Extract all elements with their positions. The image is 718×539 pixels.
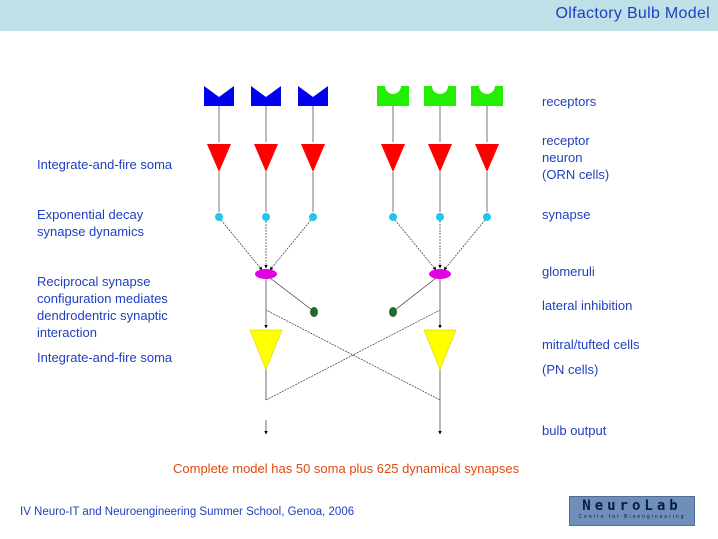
neurolab-logo: NeuroLab Centre for Bioengineering (569, 496, 695, 526)
label-lateral-inhibition: lateral inhibition (542, 298, 633, 313)
synapse-5 (436, 213, 444, 221)
receptor-3 (298, 86, 328, 106)
bulb-connection-lines (264, 277, 442, 435)
label-mitral-1: mitral/tufted cells (542, 337, 640, 352)
synapse-6 (483, 213, 491, 221)
inhibition-2 (389, 307, 397, 317)
label-glomeruli: glomeruli (542, 264, 595, 279)
label-receptor-neuron-2: neuron (542, 150, 583, 165)
label-soma-1: Integrate-and-fire soma (37, 157, 173, 172)
mitral-cell-2 (423, 329, 457, 371)
label-recip-4: interaction (37, 325, 97, 340)
logo-subtitle: Centre for Bioengineering (578, 514, 686, 520)
label-decay-1: Exponential decay (37, 207, 144, 222)
slide-title: Olfactory Bulb Model (555, 5, 710, 22)
label-synapse: synapse (542, 207, 591, 222)
receptor-6 (471, 86, 503, 106)
label-recip-2: configuration mediates (37, 291, 168, 306)
lateral-inhibition-synapses (310, 307, 397, 317)
label-receptor-neuron-1: receptor (542, 133, 590, 148)
inhibition-1 (310, 307, 318, 317)
receptor-1 (204, 86, 234, 106)
receptor-5 (424, 86, 456, 106)
label-decay-2: synapse dynamics (37, 224, 144, 239)
label-bulb-output: bulb output (542, 423, 607, 438)
synapse-4 (389, 213, 397, 221)
orn-soma-3 (301, 144, 325, 172)
label-receptor-neuron-3: (ORN cells) (542, 167, 610, 182)
mitral-cells (249, 329, 457, 371)
synapse-2 (262, 213, 270, 221)
soma-to-synapse-lines (218, 172, 488, 212)
footer-text: IV Neuro-IT and Neuroengineering Summer … (20, 506, 355, 518)
orn-soma-5 (428, 144, 452, 172)
glomeruli (255, 269, 451, 279)
glomerulus-2 (429, 269, 451, 279)
receptor-4 (377, 86, 409, 106)
mitral-cell-1 (249, 329, 283, 371)
orn-soma-1 (207, 144, 231, 172)
label-recip-3: dendrodentric synaptic (37, 308, 168, 323)
label-soma-2: Integrate-and-fire soma (37, 350, 173, 365)
synapses (215, 213, 491, 221)
orn-soma-4 (381, 144, 405, 172)
receptors-green (377, 86, 503, 106)
receptor-2 (251, 86, 281, 106)
label-mitral-2: (PN cells) (542, 362, 599, 377)
glomerulus-1 (255, 269, 277, 279)
receptors-blue (204, 86, 328, 106)
orn-soma-6 (475, 144, 499, 172)
title-bar: Olfactory Bulb Model (0, 0, 718, 31)
label-receptors: receptors (542, 94, 597, 109)
orn-somas (207, 144, 499, 172)
synapse-to-glomeruli-lines (220, 219, 486, 271)
synapse-1 (215, 213, 223, 221)
label-recip-1: Reciprocal synapse (37, 274, 151, 289)
synapse-3 (309, 213, 317, 221)
receptor-to-soma-lines (218, 106, 488, 142)
logo-name: NeuroLab (582, 498, 682, 514)
model-note: Complete model has 50 soma plus 625 dyna… (173, 461, 520, 476)
orn-soma-2 (254, 144, 278, 172)
